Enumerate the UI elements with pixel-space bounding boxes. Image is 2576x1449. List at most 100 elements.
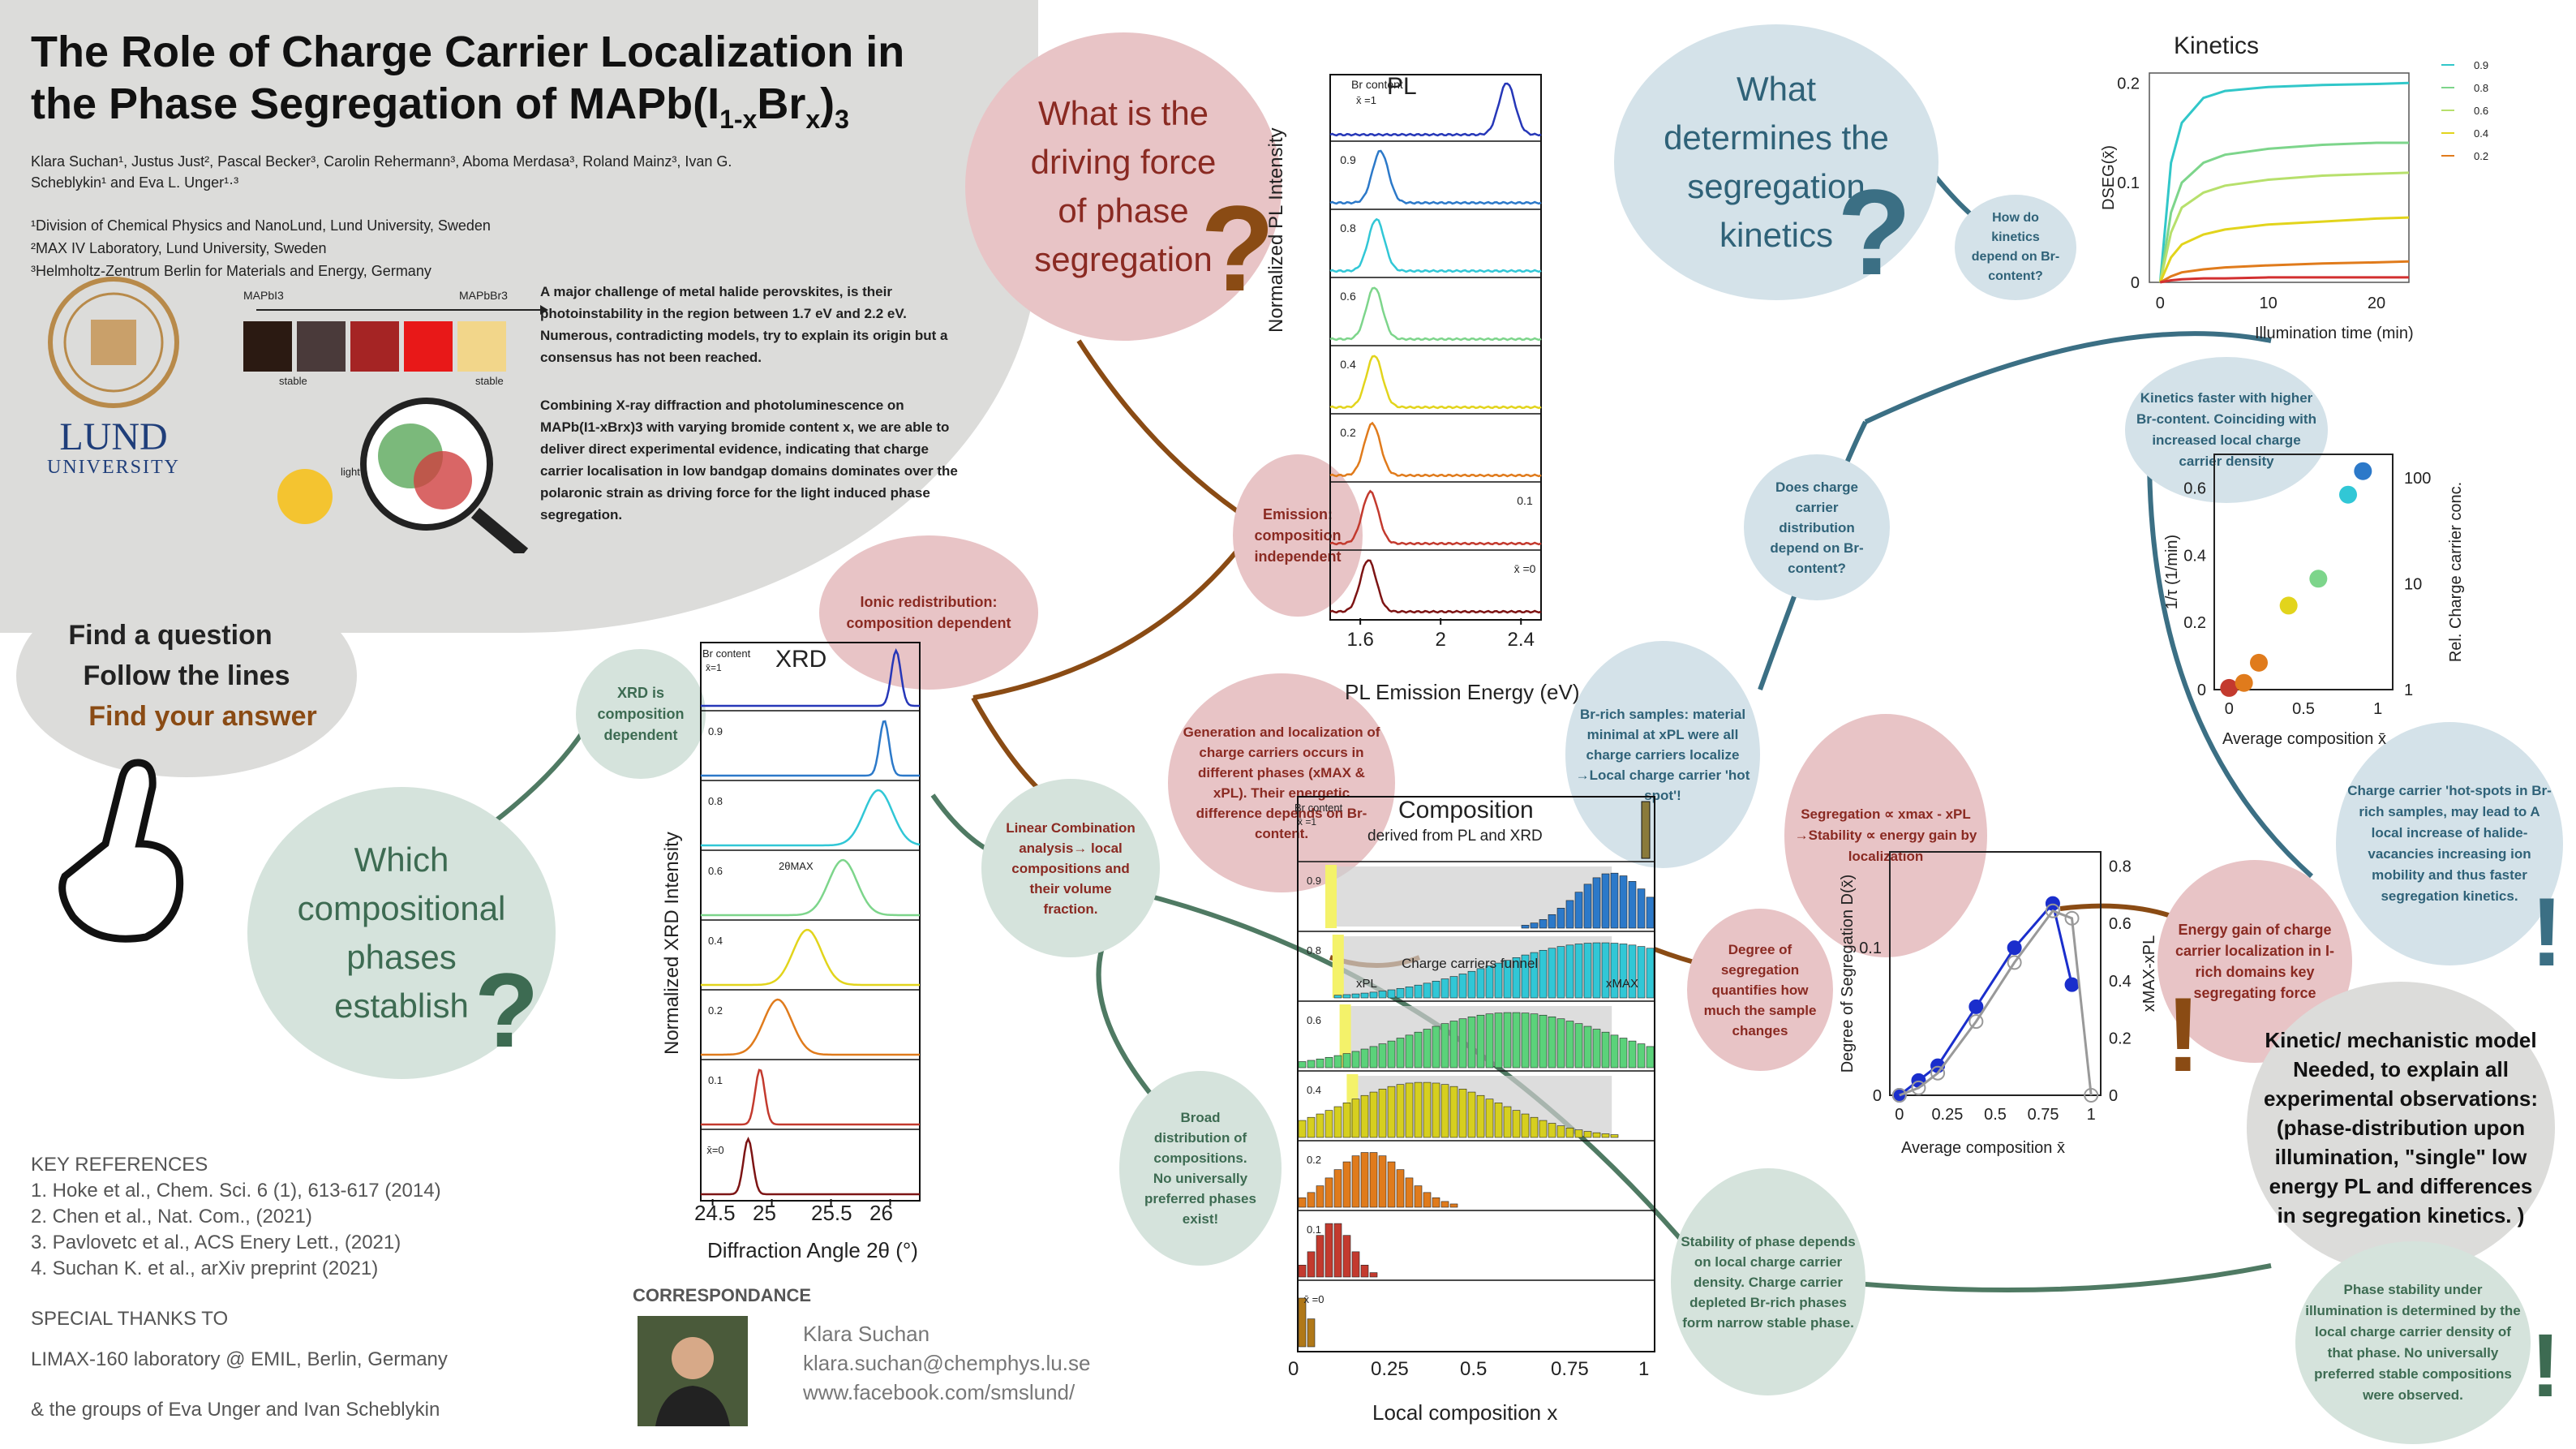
kinetics-legend-label: 0.4 xyxy=(2474,127,2488,140)
comp-histogram-bar xyxy=(1539,1014,1548,1068)
comp-histogram-bar xyxy=(1333,1169,1342,1208)
comp-histogram-bar xyxy=(1396,1084,1405,1138)
question-kinetics[interactable]: What determines the segregation kinetics… xyxy=(1614,24,1938,300)
comp-histogram-bar xyxy=(1351,1251,1360,1278)
comp-series-label: 0.6 xyxy=(1307,1014,1321,1026)
xrd-tick-label: 26 xyxy=(869,1201,893,1225)
correspondence-heading: CORRESPONDANCE xyxy=(633,1285,812,1305)
rate-point xyxy=(2354,462,2372,480)
comp-histogram-bar xyxy=(1360,1152,1369,1208)
comp-histogram-bar xyxy=(1530,922,1539,929)
comp-histogram-bar xyxy=(1628,944,1637,999)
degree-series-line xyxy=(1898,901,2073,1097)
comp-histogram-bar xyxy=(1485,965,1494,999)
comp-histogram-bar xyxy=(1592,1029,1601,1068)
web-link[interactable]: www.facebook.com/smslund/ xyxy=(803,1380,1075,1404)
degree-y2tick: 0.4 xyxy=(2109,973,2132,991)
kinetics-series-line xyxy=(2158,141,2409,283)
comp-histogram-bar xyxy=(1619,944,1628,999)
rate-ytick: 0 xyxy=(2197,682,2206,699)
comp-histogram-bar xyxy=(1610,1034,1619,1068)
pl-series-label: x̄ =0 xyxy=(1514,562,1536,575)
kinetics-series-line xyxy=(2160,276,2409,284)
pl-series-label: 0.9 xyxy=(1340,153,1356,166)
kinetics-legend-label: 0.2 xyxy=(2474,150,2488,162)
comp-histogram-bar xyxy=(1324,1177,1333,1208)
question-phases[interactable]: Which compositional phases establish ? xyxy=(247,787,556,1079)
comp-histogram-bar xyxy=(1556,1018,1565,1068)
xrd-series-label: 0.9 xyxy=(708,725,723,737)
comp-histogram-bar xyxy=(1637,1043,1646,1068)
comp-histogram-bar xyxy=(1378,1043,1387,1068)
comp-histogram-bar xyxy=(1432,1197,1440,1208)
comp-histogram-bar xyxy=(1574,944,1583,999)
comp-xpl-marker xyxy=(1332,935,1344,998)
bubble-segregation: Segregation ∝ xmax - xPL →Stability ∝ en… xyxy=(1784,714,1987,957)
rate-point xyxy=(2279,596,2298,615)
comp-histogram-bar xyxy=(1548,1016,1556,1068)
rate-xtick: 1 xyxy=(2373,700,2382,718)
comp-histogram-bar xyxy=(1405,1177,1414,1208)
bubble-broad-distribution: Broad distribution of compositions. No u… xyxy=(1119,1071,1282,1266)
comp-histogram-bar xyxy=(1324,1223,1333,1278)
perovskite-illustration: MAPbI3 MAPbBr3 stable stable light xyxy=(240,286,548,553)
guide-bubble: Find a question Follow the lines Find yo… xyxy=(16,574,357,777)
pl-spectrum xyxy=(1329,217,1542,273)
comp-histogram-bar xyxy=(1423,1192,1432,1208)
comp-histogram-bar xyxy=(1530,1116,1539,1138)
email-link[interactable]: klara.suchan@chemphys.lu.se xyxy=(803,1351,1091,1375)
comp-histogram-bar xyxy=(1539,1120,1548,1138)
xrd-ylabel: Normalized XRD Intensity xyxy=(661,832,683,1055)
exclaim-icon: ! xyxy=(2531,1316,2561,1416)
comp-histogram-bar xyxy=(1467,1091,1476,1138)
bubble-model: Kinetic/ mechanistic model Needed, to ex… xyxy=(2247,982,2555,1274)
comp-histogram-bar xyxy=(1476,968,1485,999)
rate-xtick: 0 xyxy=(2225,700,2234,718)
comp-histogram-bar xyxy=(1307,1116,1316,1138)
question-driving-force[interactable]: What is the driving force of phase segre… xyxy=(965,32,1282,341)
comp-histogram-bar xyxy=(1574,1023,1583,1068)
bubble-does-charge: Does charge carrier distribution depend … xyxy=(1744,454,1890,600)
comp-histogram-bar xyxy=(1592,942,1601,999)
rate-y2tick: 1 xyxy=(2404,682,2413,699)
degree-xtick: 0.5 xyxy=(1984,1106,2007,1124)
comp-histogram-bar xyxy=(1601,1133,1610,1138)
comp-histogram-bar xyxy=(1298,1197,1307,1208)
degree-xtick: 0.75 xyxy=(2028,1106,2059,1124)
comp-histogram-bar xyxy=(1458,974,1467,999)
comp-histogram-bar xyxy=(1396,1169,1405,1208)
comp-tick-label: 1 xyxy=(1638,1358,1650,1380)
comp-histogram-bar xyxy=(1583,1025,1592,1068)
comp-histogram-bar xyxy=(1316,1113,1324,1138)
comp-histogram-bar xyxy=(1378,991,1387,999)
rate-point xyxy=(2339,485,2357,504)
authors: Klara Suchan¹, Justus Just², Pascal Beck… xyxy=(31,153,732,191)
xrd-tick-label: 24.5 xyxy=(694,1201,736,1225)
comp-histogram-bar xyxy=(1512,957,1521,999)
comp-histogram-bar xyxy=(1530,1013,1539,1068)
rate-y2tick: 100 xyxy=(2404,470,2431,488)
comp-xpl-marker xyxy=(1325,865,1337,928)
degree-point xyxy=(1891,1088,1907,1103)
comp-histogram-bar xyxy=(1333,1106,1342,1138)
comp-histogram-bar xyxy=(1592,1132,1601,1138)
degree-point xyxy=(1911,1080,1926,1095)
comp-histogram-bar xyxy=(1423,1029,1432,1068)
pl-spectrum xyxy=(1329,149,1542,205)
comp-histogram-bar xyxy=(1342,1235,1351,1278)
comp-histogram-bar xyxy=(1637,946,1646,999)
comp-histogram-bar xyxy=(1360,1048,1369,1068)
comp-histogram-bar xyxy=(1405,1082,1414,1138)
comp-histogram-bar xyxy=(1342,994,1351,999)
comp-frame xyxy=(1297,796,1655,1352)
comp-histogram-bar xyxy=(1521,1013,1530,1068)
comp-histogram-bar xyxy=(1298,1264,1307,1278)
degree-y2tick: 0 xyxy=(2109,1087,2118,1105)
comp-histogram-bar xyxy=(1351,1051,1360,1068)
comp-histogram-bar xyxy=(1440,1201,1449,1208)
kinetics-series-line xyxy=(2158,216,2410,283)
degree-point xyxy=(2007,940,2022,956)
comp-histogram-bar xyxy=(1405,1034,1414,1068)
